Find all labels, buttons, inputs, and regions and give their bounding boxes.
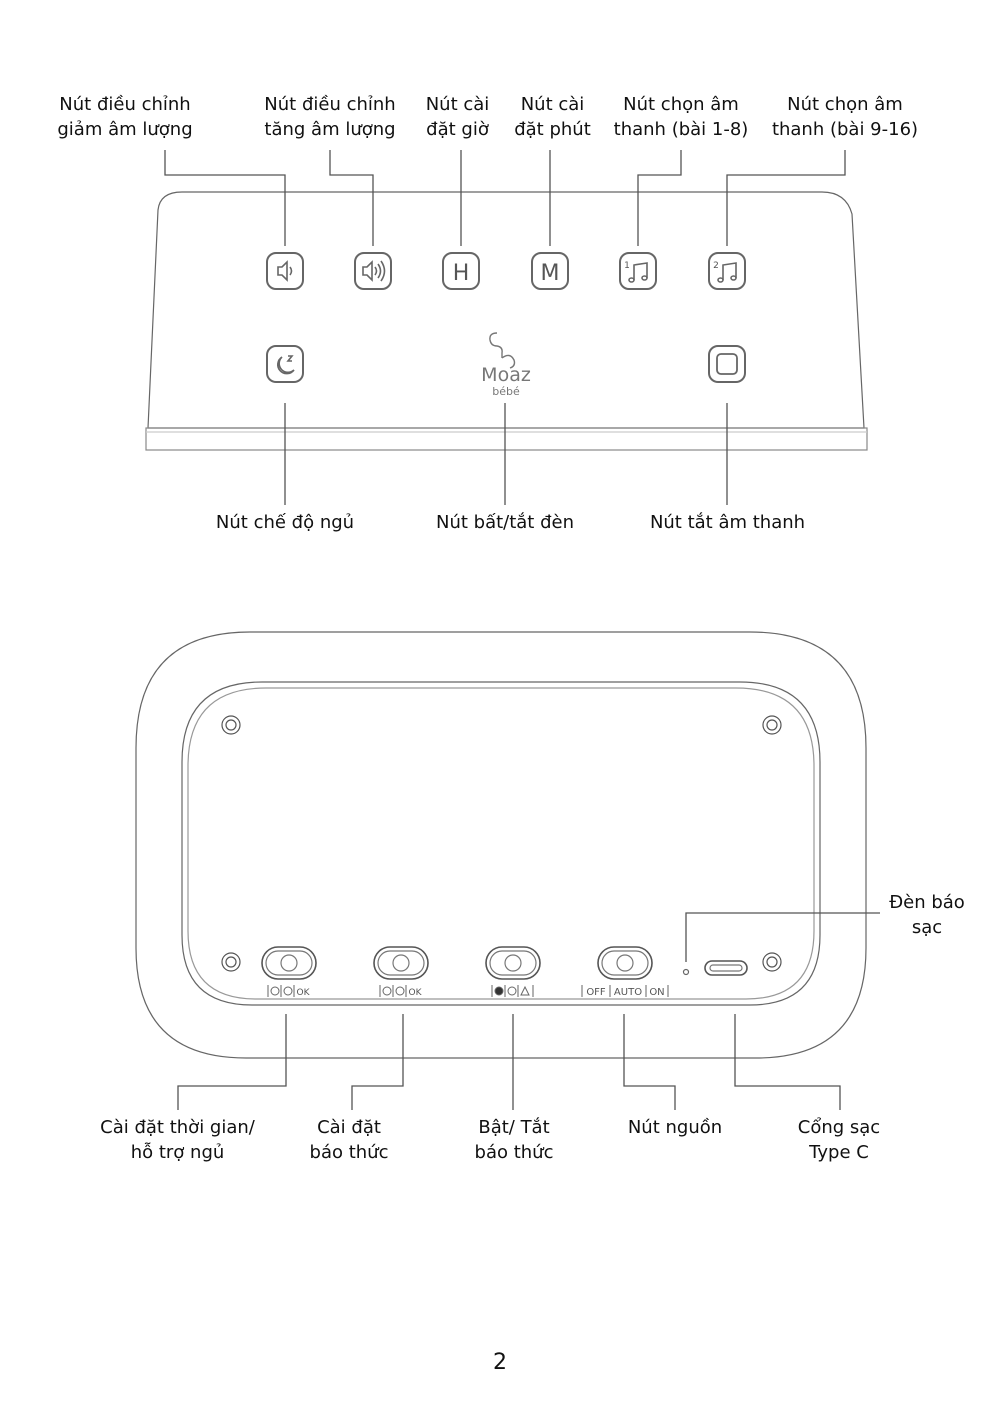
sound-9-16-button[interactable] xyxy=(708,252,746,290)
power-auto-label: AUTO xyxy=(614,987,642,998)
power-on-label: ON xyxy=(649,987,664,998)
charge-led xyxy=(682,968,690,976)
vol-down-button[interactable] xyxy=(266,252,304,290)
switch1-ok-label: OK xyxy=(297,988,311,998)
time-sleep-switch[interactable] xyxy=(261,946,317,980)
sound2-index: 2 xyxy=(713,261,719,271)
minute-icon: M xyxy=(541,261,560,286)
square-stop-icon xyxy=(716,353,738,375)
music-note-1-icon xyxy=(628,262,648,283)
label-power-switch: Nút nguồn xyxy=(627,1117,723,1138)
back-device-body xyxy=(135,631,867,1059)
switch3-legend-icons xyxy=(491,985,534,997)
top-device-body xyxy=(145,191,868,451)
volume-up-icon xyxy=(362,260,386,282)
music-note-2-icon xyxy=(717,262,737,283)
mute-button[interactable] xyxy=(708,345,746,383)
screw-bottom-left xyxy=(221,952,241,972)
sleep-mode-button[interactable] xyxy=(266,345,304,383)
label-light-toggle: Nút bất/tắt đèn xyxy=(435,512,574,533)
vol-up-button[interactable] xyxy=(354,252,392,290)
alarm-set-switch[interactable] xyxy=(373,946,429,980)
minute-button[interactable] xyxy=(531,252,569,290)
logo-mark xyxy=(489,332,516,369)
label-mute: Nút tắt âm thanh xyxy=(649,512,806,533)
power-switch[interactable] xyxy=(597,946,653,980)
screw-top-right xyxy=(762,715,782,735)
logo-subtext: bébé xyxy=(492,385,520,398)
screw-bottom-right xyxy=(762,952,782,972)
hour-button[interactable] xyxy=(442,252,480,290)
alarm-onoff-switch[interactable] xyxy=(485,946,541,980)
logo-text: Moaz xyxy=(481,364,531,386)
sound-1-8-button[interactable] xyxy=(619,252,657,290)
label-time-sleep-switch: Cài đặt thời gian/hỗ trợ ngủ xyxy=(100,1117,255,1163)
power-off-label: OFF xyxy=(586,987,606,998)
moon-sleep-icon xyxy=(277,355,295,375)
leader-lines-top xyxy=(164,150,846,505)
volume-down-icon xyxy=(277,260,293,282)
leader-lines-bottom xyxy=(177,912,880,1110)
switch1-legend-icons xyxy=(267,985,295,997)
switch2-legend-icons xyxy=(379,985,407,997)
screw-top-left xyxy=(221,715,241,735)
page-number: 2 xyxy=(493,1350,507,1375)
sound1-index: 1 xyxy=(624,261,630,271)
usb-c-port[interactable] xyxy=(704,960,748,976)
power-legend-dividers xyxy=(581,985,669,997)
switch2-ok-label: OK xyxy=(409,988,423,998)
label-sleep-mode: Nút chế độ ngủ xyxy=(215,512,355,533)
hour-icon: H xyxy=(453,261,470,286)
